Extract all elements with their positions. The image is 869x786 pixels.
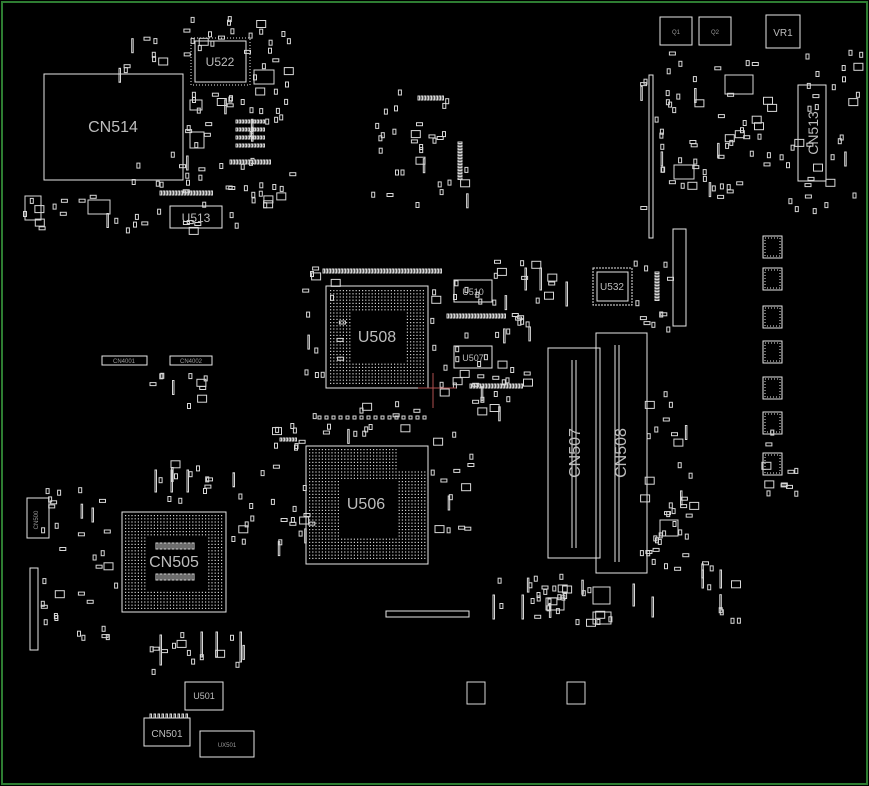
component-u508[interactable]: U508 [325,285,429,389]
component-u501[interactable]: U501 [184,681,224,711]
component-cn4001[interactable]: CN4001 [101,355,148,366]
u501-label: U501 [193,691,215,701]
smd-parts [23,16,864,719]
u508-label: U508 [358,329,396,346]
component-u506[interactable]: U506 [305,445,429,565]
component-cn505[interactable]: CN505 [121,511,227,613]
cn505-label: CN505 [149,554,199,571]
component-vr1[interactable]: VR1 [765,14,801,49]
cn4001-label: CN4001 [113,359,136,365]
component-u522[interactable]: U522 [190,37,251,86]
cn507-label: CN507 [567,428,584,478]
component-q-top1[interactable]: Q1 [659,16,693,46]
component-cn508[interactable]: CN508 [595,332,648,574]
bga-ball-grid [330,290,424,384]
vr1-label: VR1 [773,28,793,39]
component-q-top2[interactable]: Q2 [698,16,732,46]
component-cn514[interactable]: CN514 [43,73,184,181]
component-cn513[interactable]: CN513 [797,84,827,182]
q-top2-label: Q2 [711,30,720,36]
component-ux501[interactable]: UX501 [199,730,255,758]
cn514-label: CN514 [88,119,138,136]
u510-label: U510 [462,287,484,297]
component-cn507[interactable]: CN507 [547,347,601,559]
component-cn500[interactable]: CN500 [26,497,50,539]
cn508-label: CN508 [613,428,630,478]
ux501-label: UX501 [218,743,237,749]
component-cn4002[interactable]: CN4002 [169,355,213,366]
cn513-label: CN513 [805,111,821,155]
cn500-label: CN500 [34,510,40,529]
u507-label: U507 [462,353,484,363]
u506-label: U506 [347,496,385,513]
q-top1-label: Q1 [672,30,681,36]
bga-ball-grid [309,449,426,559]
cursor-crosshair [418,373,456,408]
component-u507[interactable]: U507 [453,345,493,369]
component-u510[interactable]: U510 [453,279,493,303]
bga-ball-grid [125,515,223,609]
pad-column-right [762,235,783,476]
u532-label: U532 [600,282,624,293]
cn501-label: CN501 [151,729,183,740]
u522-label: U522 [206,55,235,69]
component-u532[interactable]: U532 [592,267,633,306]
cn4002-label: CN4002 [180,359,203,365]
